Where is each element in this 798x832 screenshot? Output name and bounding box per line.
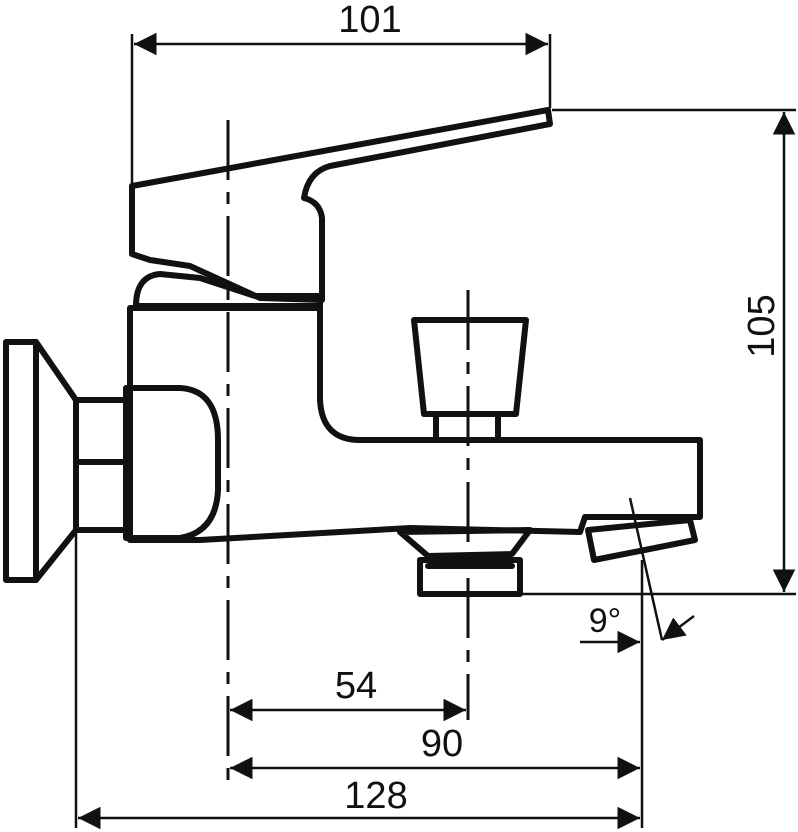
angle-dimension: 9° (580, 602, 695, 654)
wall-flange (3, 339, 79, 583)
hex-nut (73, 397, 129, 533)
diverter-knob (411, 317, 529, 443)
dimension-label-54: 54 (335, 665, 377, 707)
dimension-54: 54 (230, 665, 466, 722)
dimension-label-101: 101 (338, 0, 401, 41)
dimension-90: 90 (230, 723, 640, 780)
dimension-label-90: 90 (421, 723, 463, 765)
mixer-body (123, 385, 221, 541)
angle-label: 9° (589, 602, 622, 640)
dimension-105: 105 (741, 112, 796, 592)
aerator (397, 527, 533, 597)
dimension-101: 101 (134, 0, 548, 56)
shower-outlet (585, 517, 698, 563)
extension-lines (74, 34, 796, 828)
dimension-label-128: 128 (344, 775, 407, 817)
dimension-label-105: 105 (741, 294, 783, 357)
dimension-128: 128 (78, 775, 640, 830)
lever-handle (129, 107, 553, 303)
